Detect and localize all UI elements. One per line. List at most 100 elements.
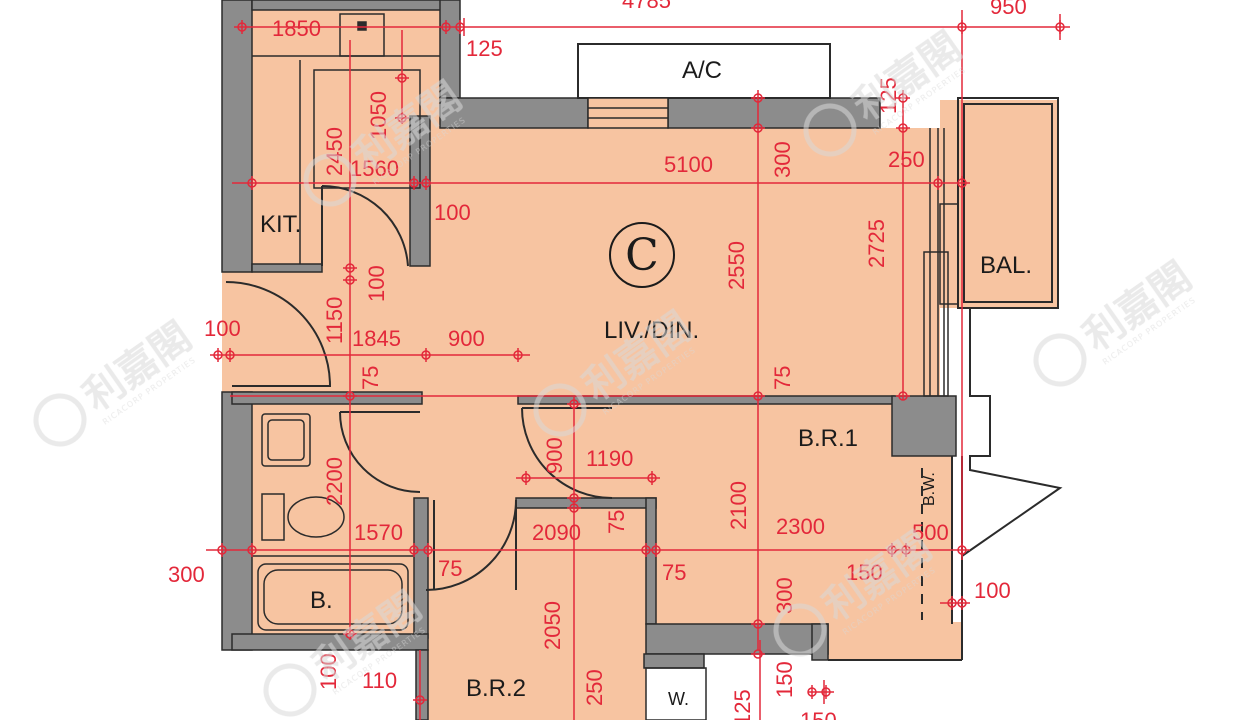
- marker: [343, 275, 357, 285]
- marker: [751, 391, 765, 401]
- sliding-door: [923, 128, 959, 397]
- br2-door: [425, 499, 517, 591]
- living-label: LIV./DIN.: [604, 317, 699, 344]
- wall-left-kitchen: [221, 0, 253, 273]
- corridor-floor: [420, 396, 520, 506]
- dim-900a: 900: [448, 326, 485, 351]
- wall-br2-top: [515, 497, 657, 509]
- kitchen-fixtures: [252, 13, 440, 264]
- bottom-ledge-floor: [828, 622, 962, 660]
- entrance-floor: [222, 268, 422, 396]
- stove: [313, 69, 421, 189]
- unit-badge: C: [609, 222, 675, 288]
- wall-left-bath: [221, 391, 253, 651]
- marker: [409, 176, 419, 190]
- marker: [567, 503, 581, 513]
- kitchen-door: [321, 184, 409, 267]
- marker: [343, 629, 357, 639]
- marker: [237, 20, 247, 34]
- marker: [651, 543, 661, 557]
- bedroom2-label: B.R.2: [466, 675, 526, 702]
- wardrobe-label: W.: [668, 689, 689, 709]
- marker: [896, 391, 910, 401]
- room-labels: KIT. LIV./DIN. BAL. B.R.1 B. B.R.2: [260, 211, 1032, 702]
- marker: [821, 685, 831, 699]
- dim-500: 500: [912, 520, 949, 545]
- marker: [751, 619, 765, 629]
- marker: [455, 20, 465, 34]
- marker: [423, 543, 433, 557]
- wall-wardrobe: [643, 653, 705, 669]
- doors: [225, 184, 613, 591]
- marker: [647, 471, 657, 485]
- dim-2050: 2050: [540, 601, 565, 650]
- wall-entrance-bottom: [231, 391, 423, 405]
- marker: [933, 176, 943, 190]
- wardrobe: [645, 667, 707, 720]
- kitchen-label: KIT.: [260, 211, 301, 238]
- marker: [441, 20, 451, 34]
- marker: [567, 493, 581, 503]
- dimension-texts: 4785 950 1850 125 125 1050 2450 1560 510…: [168, 0, 1027, 720]
- dim-75b: 75: [770, 366, 795, 390]
- dim-4785: 4785: [622, 0, 671, 13]
- wall-column-br1: [891, 395, 957, 457]
- dim-1050: 1050: [366, 91, 391, 140]
- dim-75d: 75: [438, 556, 462, 581]
- wall-br2-left: [415, 649, 429, 720]
- dim-125a: 125: [466, 36, 503, 61]
- marker: [421, 348, 431, 362]
- dim-110: 110: [362, 668, 397, 693]
- dim-2090: 2090: [532, 520, 581, 545]
- marker: [957, 176, 967, 190]
- dim-900b: 900: [542, 437, 567, 474]
- marker: [217, 543, 227, 557]
- dim-250a: 250: [888, 147, 925, 172]
- basin: [261, 413, 311, 467]
- bathtub: [257, 563, 409, 631]
- wall-br2-right: [645, 497, 657, 625]
- dim-1570: 1570: [354, 520, 403, 545]
- dimension-markers: [213, 20, 1065, 705]
- dim-100a: 100: [434, 200, 471, 225]
- dim-300a: 300: [770, 141, 795, 178]
- dim-950: 950: [990, 0, 1027, 19]
- marker: [896, 123, 910, 133]
- marker: [1055, 20, 1065, 34]
- dim-1150: 1150: [322, 297, 347, 344]
- dim-2200: 2200: [322, 457, 347, 506]
- marker: [751, 123, 765, 133]
- dim-300b: 300: [168, 562, 205, 587]
- dim-150b: 150: [772, 661, 797, 698]
- bedroom1-label: B.R.1: [798, 425, 858, 452]
- dim-100e: 100: [316, 653, 341, 690]
- dim-250b: 250: [582, 669, 607, 706]
- marker: [751, 93, 765, 103]
- marker: [887, 543, 897, 557]
- dim-75e: 75: [662, 560, 686, 585]
- marker: [807, 685, 817, 699]
- dim-125c: 125: [730, 689, 755, 720]
- watermark-logo: 利嘉閣 RICACORP PROPERTIES: [33, 313, 200, 447]
- marker: [395, 73, 409, 83]
- unit-label: C: [625, 230, 659, 281]
- wall-kitchen-bottom: [251, 263, 323, 273]
- marker: [641, 543, 651, 557]
- bath-door: [339, 411, 421, 493]
- balcony-label: BAL.: [980, 252, 1032, 279]
- dim-2100: 2100: [726, 481, 751, 530]
- bath-fixtures: [252, 413, 414, 631]
- marker: [957, 596, 967, 610]
- balcony-floor: [940, 100, 1058, 308]
- dim-1850: 1850: [272, 16, 321, 41]
- wall-br1-bottom: [645, 623, 829, 655]
- toilet-bowl: [287, 496, 345, 538]
- wall-kitchen-top: [251, 0, 453, 11]
- entrance-door: [225, 281, 332, 387]
- marker: [247, 176, 257, 190]
- dim-1845: 1845: [352, 326, 401, 351]
- marker: [751, 649, 765, 659]
- dim-1190: 1190: [586, 446, 633, 471]
- marker: [413, 695, 427, 705]
